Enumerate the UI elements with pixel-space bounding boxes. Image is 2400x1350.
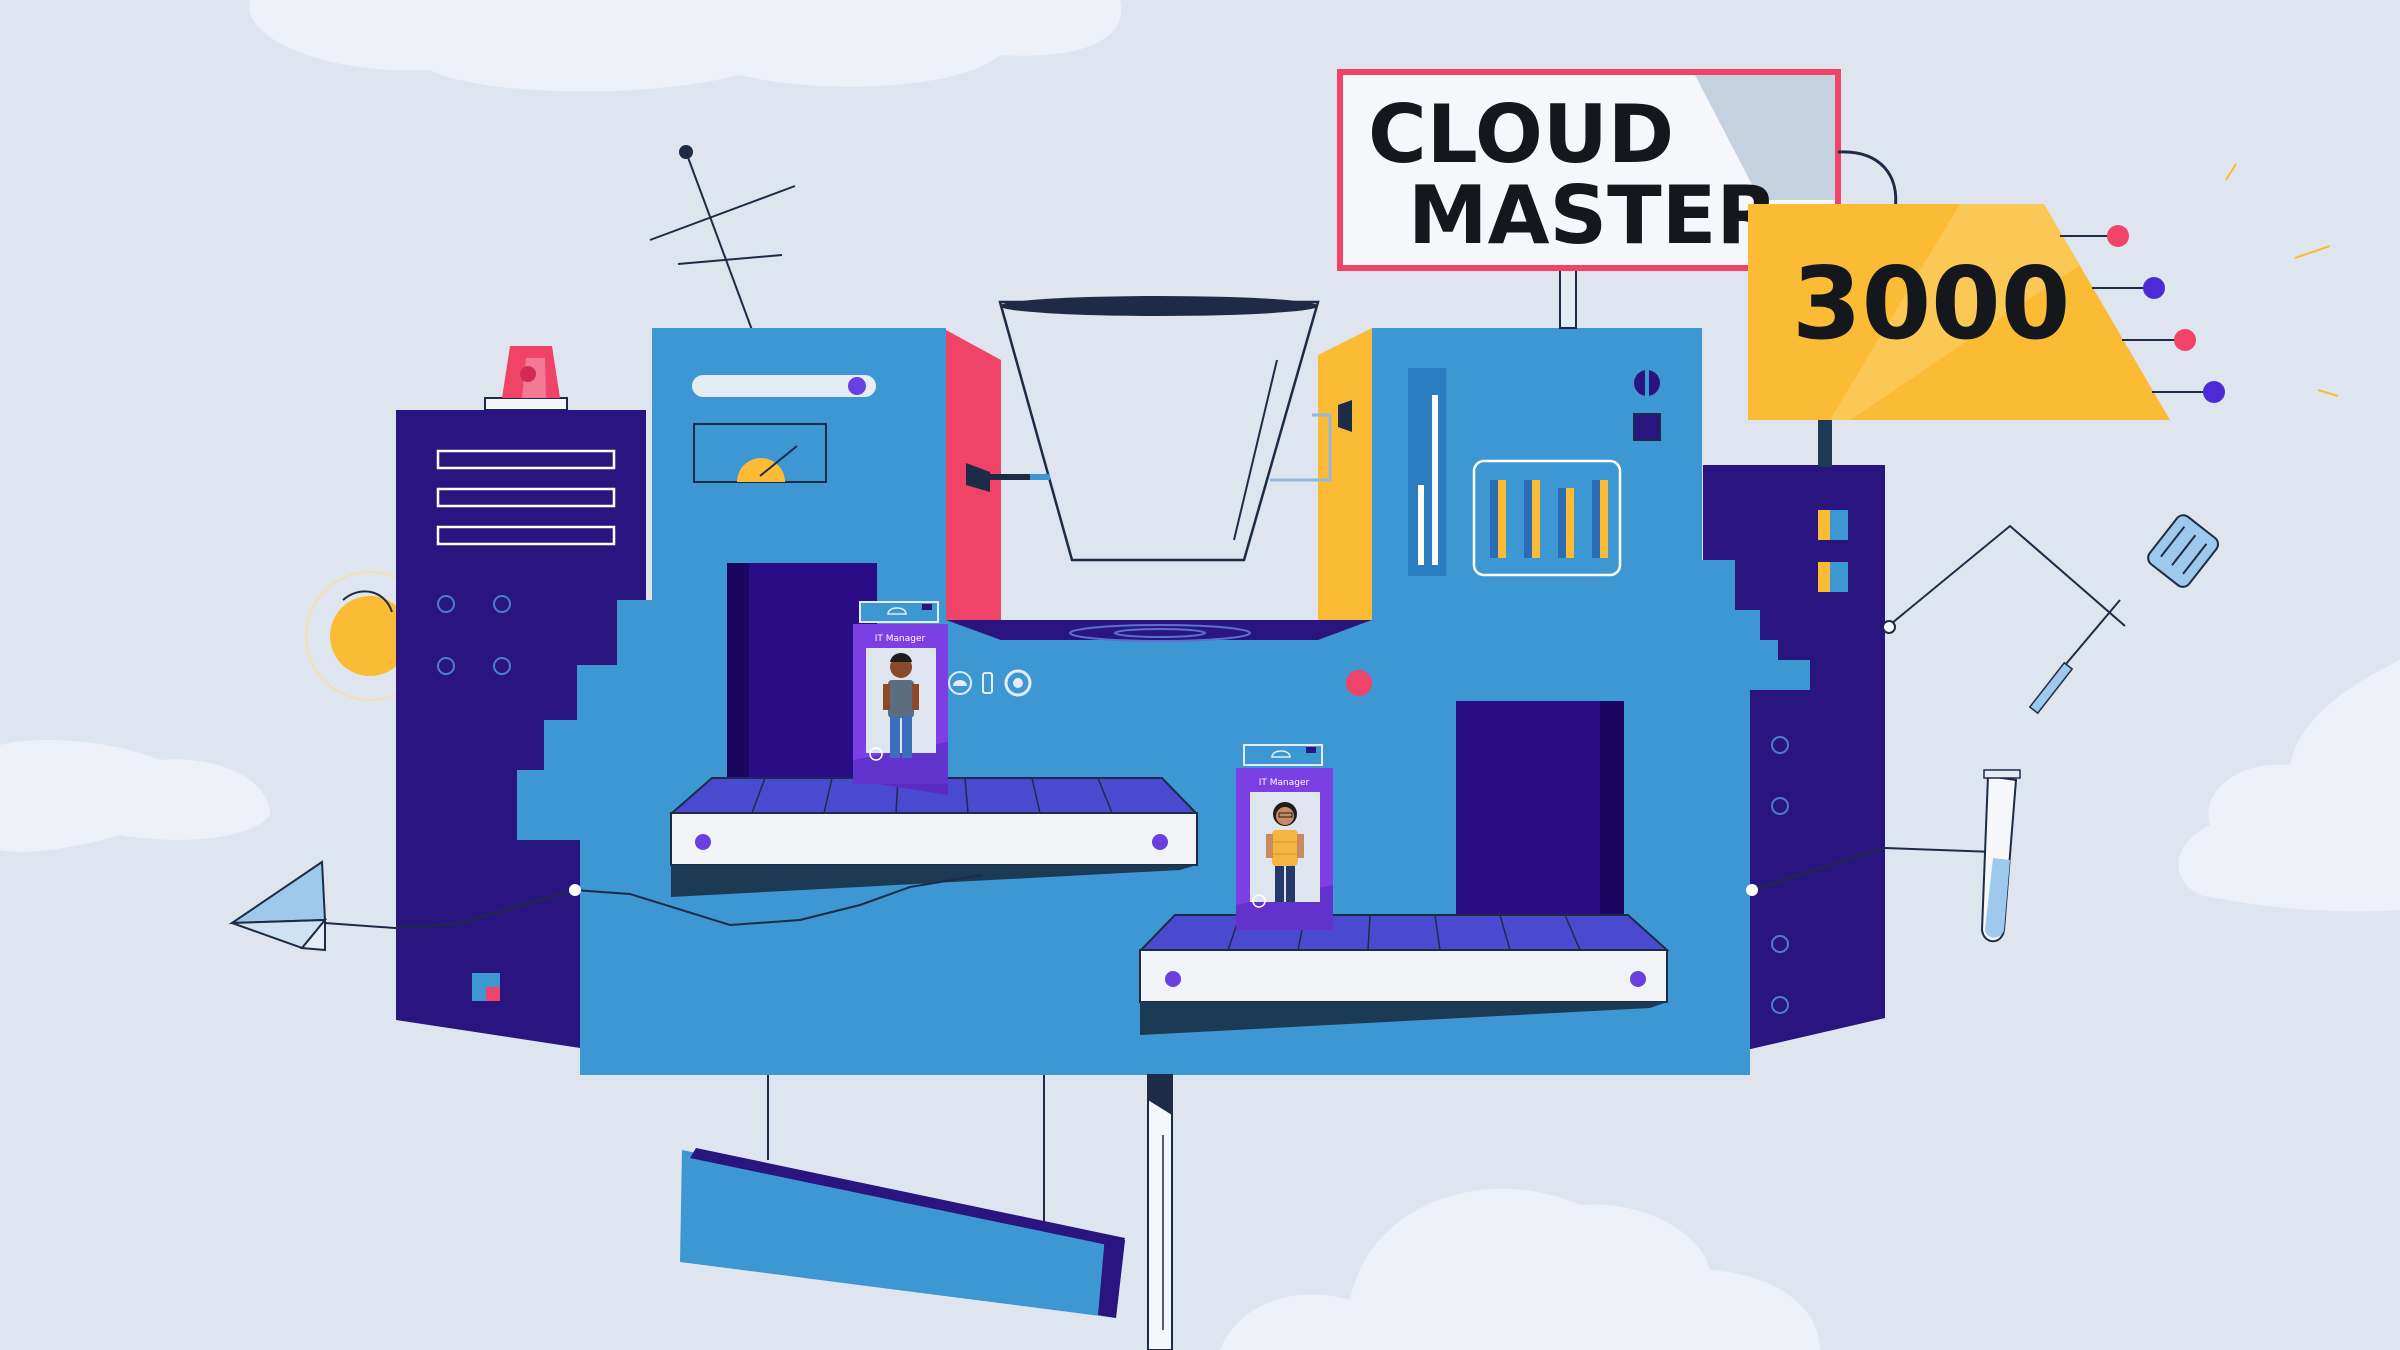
badge-label-right: IT Manager <box>1259 778 1310 788</box>
cloud-top <box>249 0 1122 92</box>
cloud-left <box>0 740 270 852</box>
right-line-graph <box>1882 524 2126 634</box>
right-door <box>1456 701 1624 916</box>
spatula-icon <box>2028 514 2220 715</box>
conveyor-left <box>669 777 1199 897</box>
badge-package-right: IT Manager <box>1236 744 1333 930</box>
sparkle-lines <box>2225 163 2339 397</box>
badge-label-left: IT Manager <box>875 634 926 644</box>
cloud-bottom <box>1220 1188 1820 1350</box>
machine-legs <box>680 1074 1173 1350</box>
test-tube-icon <box>1746 769 2021 943</box>
sign-line1: CLOUD <box>1368 88 1674 181</box>
antenna <box>649 145 796 331</box>
badge-package-left: IT Manager <box>853 601 948 795</box>
cloud-right <box>2178 660 2400 912</box>
3000-sign: 3000 <box>1748 204 2225 467</box>
sign-number: 3000 <box>1792 245 2070 362</box>
funnel-chamber <box>946 296 1372 642</box>
left-door <box>727 563 877 783</box>
paper-plane-icon <box>228 860 983 952</box>
siren-light <box>484 346 568 411</box>
sign-line2: MASTER <box>1408 169 1778 262</box>
